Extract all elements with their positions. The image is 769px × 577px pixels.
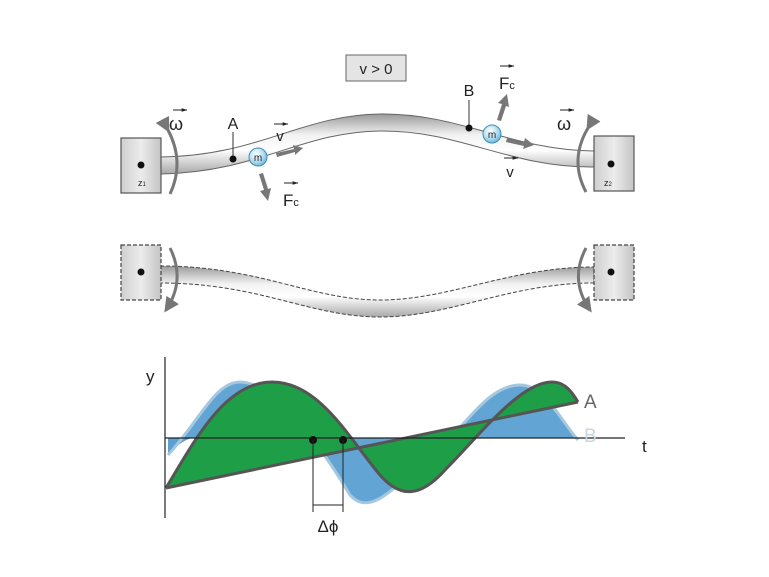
rotation-arrow-right-icon bbox=[576, 113, 601, 193]
sensor-label-z2: z bbox=[604, 178, 609, 188]
velocity-label-left: v bbox=[276, 128, 284, 145]
condition-box: v > 0 bbox=[345, 54, 407, 82]
velocity-arrow-right-icon bbox=[506, 138, 534, 149]
sensor-dot-right bbox=[607, 160, 615, 168]
t-axis-label: t bbox=[642, 437, 647, 456]
sensor-label-z1: z bbox=[138, 178, 143, 188]
rotation-arrow-right-dashed-icon bbox=[576, 247, 592, 313]
force-label-left: Fc bbox=[283, 191, 299, 210]
signal-graph: y t A B Δϕ bbox=[146, 357, 647, 536]
sensor-dot-left-dashed bbox=[137, 268, 145, 276]
point-b-label: B bbox=[464, 83, 475, 100]
condition-label: v > 0 bbox=[360, 61, 393, 78]
mass-right-icon bbox=[482, 124, 502, 144]
top-tube-assembly: z1 z2 ω ω A B m m v bbox=[120, 64, 635, 210]
mass-left-icon bbox=[248, 147, 268, 167]
curve-b-line bbox=[166, 380, 580, 505]
rotation-arrow-left-icon bbox=[155, 115, 179, 195]
phase-shift-label: Δϕ bbox=[318, 517, 339, 536]
curve-a-fill bbox=[166, 382, 578, 492]
curve-b-label: B bbox=[584, 426, 597, 447]
mass-label-left: m bbox=[254, 153, 262, 164]
velocity-arrow-left-icon bbox=[276, 145, 303, 157]
sensor-dot-right-dashed bbox=[607, 268, 615, 276]
coriolis-force-arrow-left-icon bbox=[259, 173, 271, 201]
curve-a-label: A bbox=[584, 392, 597, 413]
y-axis-label: y bbox=[146, 367, 155, 386]
rotation-arrow-left-dashed-icon bbox=[164, 247, 179, 313]
coriolis-force-arrow-right-icon bbox=[497, 94, 509, 121]
omega-label-left: ω bbox=[169, 114, 183, 134]
svg-text:z1: z1 bbox=[138, 178, 147, 188]
curve-a-line bbox=[164, 380, 580, 494]
point-a-marker bbox=[229, 155, 237, 163]
point-b-marker bbox=[465, 124, 473, 132]
curve-a-baseline bbox=[165, 400, 579, 490]
sensor-dot-left bbox=[137, 161, 145, 169]
bottom-tube bbox=[159, 265, 595, 318]
force-label-right: Fc bbox=[499, 74, 515, 93]
point-a-label: A bbox=[228, 116, 239, 133]
bottom-tube-assembly bbox=[120, 244, 635, 318]
omega-label-right: ω bbox=[557, 114, 571, 134]
velocity-label-right: v bbox=[506, 164, 514, 181]
svg-text:z2: z2 bbox=[604, 178, 613, 188]
mass-label-right: m bbox=[488, 130, 496, 141]
